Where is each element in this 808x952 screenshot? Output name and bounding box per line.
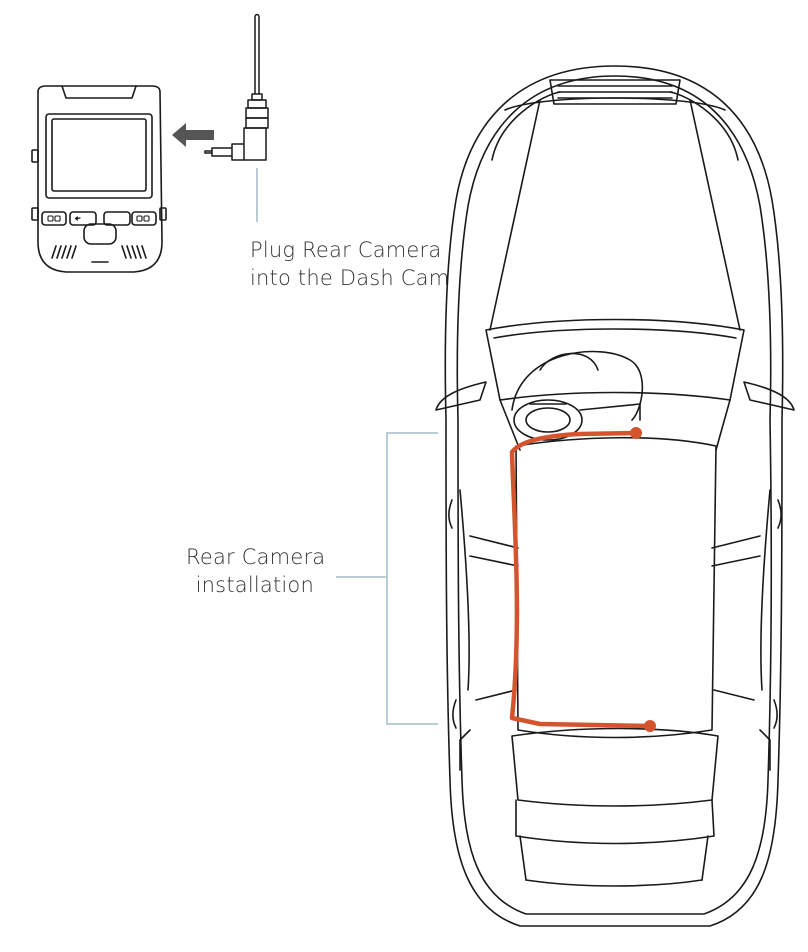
cable-front-endpoint (630, 427, 642, 439)
plug-caption: Plug Rear Camera into the Dash Cam (250, 236, 449, 292)
dash-cam-icon (31, 85, 167, 273)
rear-camera-plug-icon (204, 13, 269, 161)
installation-caption: Rear Camera installation (186, 543, 326, 599)
insert-arrow-icon (172, 123, 214, 147)
plug-caption-line-1: Plug Rear Camera (250, 238, 442, 262)
car-top-view-icon (435, 65, 795, 927)
cable-rear-endpoint (644, 720, 656, 732)
plug-caption-line-2: into the Dash Cam (250, 266, 450, 290)
installation-caption-line-1: Rear Camera (186, 545, 326, 569)
rear-camera-cable (509, 430, 653, 729)
installation-bracket (336, 432, 438, 725)
installation-caption-line-2: installation (195, 573, 314, 597)
